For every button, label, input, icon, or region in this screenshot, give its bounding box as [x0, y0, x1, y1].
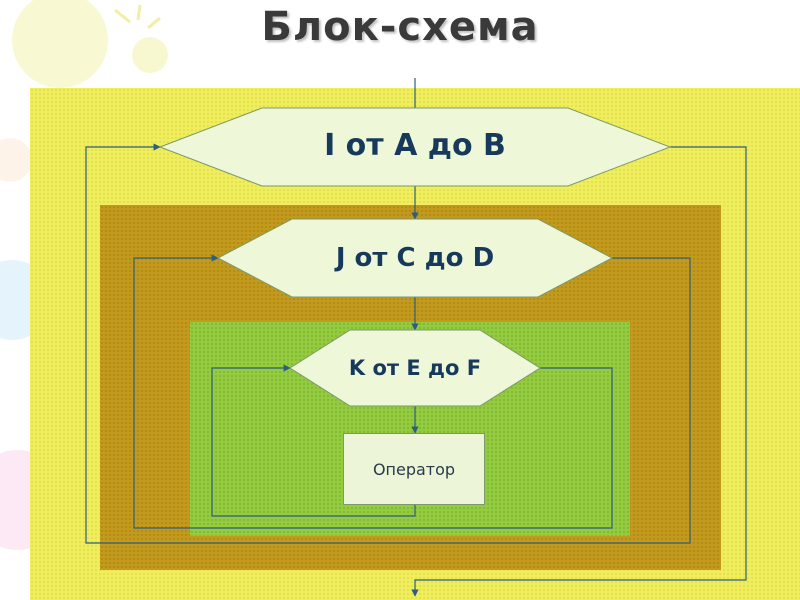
operator-label: Оператор	[372, 459, 456, 479]
inner-loop-exit-line	[133, 254, 613, 529]
loop-label-j: J от C до D	[335, 243, 495, 273]
inner-loop-back-arrow	[211, 364, 416, 517]
loop-label-i: I от A до B	[324, 128, 506, 163]
slide-title: Блок-схема	[261, 4, 539, 50]
loop-hexagon-k	[289, 329, 541, 407]
middle-loop-exit-line	[85, 143, 691, 544]
operator-block: Оператор	[343, 433, 485, 505]
outer-loop-exit-line	[411, 146, 747, 597]
loop-hexagon-j	[216, 218, 614, 298]
loop-label-k: K от E до F	[348, 356, 482, 380]
loop-hexagon-i	[158, 107, 672, 187]
